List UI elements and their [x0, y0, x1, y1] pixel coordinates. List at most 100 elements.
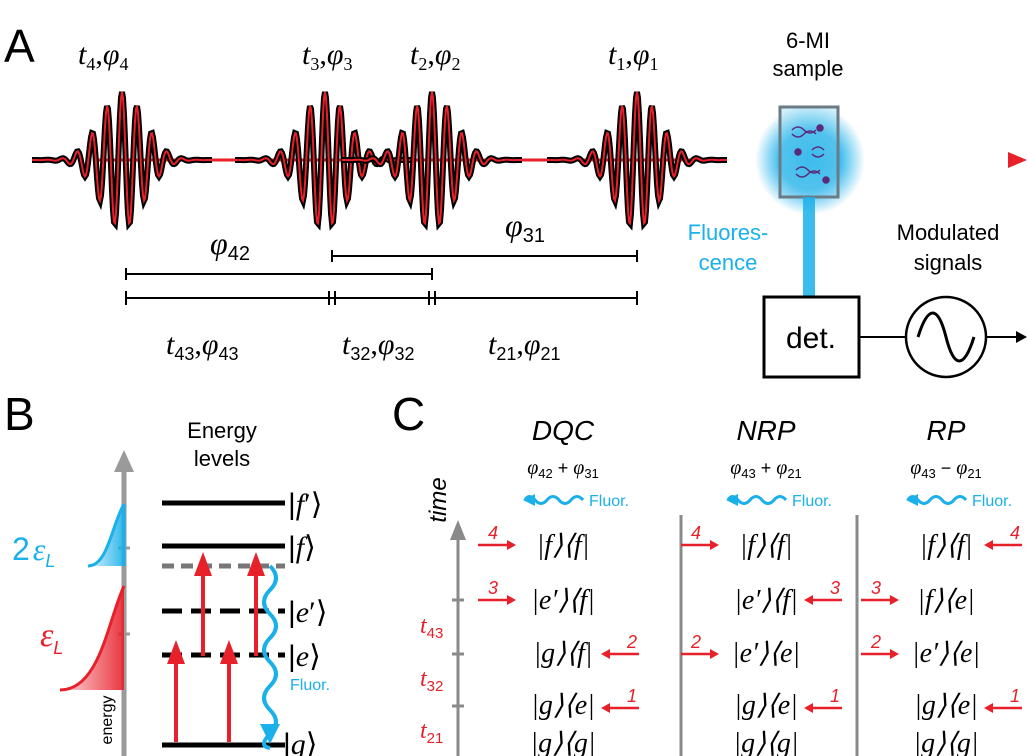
- phi31-label: φ31: [505, 207, 545, 247]
- ket-f-prime: |f′⟩: [288, 488, 322, 521]
- pulse-label-3: t3,φ3: [302, 38, 352, 74]
- brackets: [125, 250, 638, 305]
- density-matrix-element: |g⟩⟨e|: [531, 690, 595, 721]
- dna-molecules-icon: [791, 124, 830, 184]
- panel-b: B Energy levels energy 2εL εL |f′⟩ |f⟩ |…: [4, 388, 330, 756]
- density-matrix-element: |g⟩⟨e|: [914, 690, 978, 721]
- pulse-1-phisub: 1: [649, 54, 658, 74]
- density-matrix-element: |e′⟩⟨e|: [732, 638, 800, 669]
- density-matrix-element: |g⟩⟨g|: [733, 728, 798, 756]
- energy-levels-title-line1: Energy: [187, 418, 257, 443]
- pulse-arrow-number: 2: [690, 632, 701, 652]
- pulse-2-t: t: [410, 38, 419, 71]
- ket-g: |g⟩: [283, 728, 318, 756]
- pulse-arrow-number: 2: [870, 632, 881, 652]
- sample-cuvette: [778, 105, 840, 199]
- density-matrix-element: |e′⟩⟨f|: [734, 585, 798, 616]
- phi42-label: φ42: [210, 225, 250, 265]
- pulse-2-envelope: [342, 91, 522, 231]
- panel-a-label: A: [4, 20, 35, 72]
- energy-axis-label: energy: [99, 696, 116, 745]
- sample-label-line1: 6-MI: [786, 28, 830, 53]
- signal-arrowhead-icon: [1016, 331, 1027, 343]
- laser-spectrum: [60, 586, 124, 690]
- pulse-3-t: t: [302, 38, 311, 71]
- fluor-arrowhead-icon: [523, 494, 535, 506]
- pulse-arrow-number: 3: [830, 578, 840, 598]
- pulse-2-phisub: 2: [451, 54, 460, 74]
- interval-21: t21,φ21: [488, 328, 561, 364]
- pulse-3-phi: φ: [327, 38, 344, 71]
- pathway-phase: φ42 + φ31: [527, 457, 599, 481]
- panel-b-label: B: [4, 388, 35, 440]
- time-axis-arrowhead-icon: [450, 520, 466, 540]
- modulated-label-line1: Modulated: [897, 220, 1000, 245]
- pulse-4-phi: φ: [103, 38, 120, 71]
- pulse-arrow-number: 3: [488, 578, 498, 598]
- pulse-1-t: t: [608, 38, 617, 71]
- fluor-arrowhead-icon: [726, 494, 738, 506]
- pulse-4-carrier: [32, 91, 212, 226]
- fluorescence-beam: [803, 197, 815, 297]
- pulse-3-tsub: 3: [310, 54, 319, 74]
- pulse-arrow-number: 4: [691, 523, 701, 543]
- fluor-label: Fluor.: [589, 493, 629, 510]
- pulse-arrow-number: 3: [871, 578, 881, 598]
- panel-a: A t4,φ4 t3,φ3 t2,φ2 t1,φ1 6-MI sample Fl…: [4, 20, 1027, 379]
- density-matrix-element: |f⟩⟨f|: [740, 530, 793, 561]
- two-photon-spectrum: [88, 504, 124, 566]
- pathway-title: RP: [927, 415, 966, 446]
- sample-label-line2: sample: [773, 56, 844, 81]
- time-tick-32: t32: [420, 666, 443, 695]
- beam-arrowhead-icon: [1008, 152, 1027, 168]
- fluor-wavy-arrow: [262, 564, 278, 750]
- time-tick-21: t21: [420, 718, 443, 747]
- pulse-1-tsub: 1: [616, 54, 625, 74]
- pathway-phase: φ43 + φ21: [730, 457, 802, 481]
- detector-label: det.: [786, 322, 836, 355]
- fluor-arrowhead-icon: [260, 724, 280, 744]
- pulse-4-phisub: 4: [119, 54, 128, 74]
- pathway-title: DQC: [532, 415, 595, 446]
- pulse-4-envelope: [32, 91, 212, 231]
- panel-c-label: C: [392, 388, 425, 440]
- density-matrix-element: |g⟩⟨g|: [530, 728, 595, 756]
- sine-wave-icon: [916, 311, 976, 363]
- energy-axis-arrowhead-icon: [114, 450, 134, 472]
- fluorescence-label-line1: Fluores-: [688, 220, 769, 245]
- fluor-label: Fluor.: [792, 493, 832, 510]
- modulated-label-line2: signals: [914, 250, 982, 275]
- pulse-1-carrier: [547, 91, 727, 226]
- density-matrix-element: |g⟩⟨g|: [913, 728, 978, 756]
- pulse-arrow-number: 1: [627, 686, 637, 706]
- density-matrix-element: |e′⟩⟨f|: [531, 585, 595, 616]
- fluor-label: Fluor.: [972, 493, 1012, 510]
- interval-32: t32,φ32: [342, 328, 415, 364]
- density-matrix-element: |e′⟩⟨e|: [912, 638, 980, 669]
- excitation-arrows: [167, 552, 265, 742]
- pulse-arrow-number: 2: [626, 632, 637, 652]
- pulse-label-4: t4,φ4: [78, 38, 128, 74]
- pulse-2-tsub: 2: [418, 54, 427, 74]
- pulse-label-2: t2,φ2: [410, 38, 460, 74]
- density-matrix-element: |f⟩⟨f|: [920, 530, 973, 561]
- pulse-arrow-number: 4: [1010, 523, 1020, 543]
- pulse-3-phisub: 3: [343, 54, 352, 74]
- pulse-arrow-number: 4: [488, 523, 498, 543]
- pulse-arrow-number: 1: [830, 686, 840, 706]
- level-labels: |f′⟩ |f⟩ |e′⟩ |e⟩ |g⟩: [283, 488, 327, 756]
- energy-levels-title-line2: levels: [194, 446, 250, 471]
- pathway-title: NRP: [736, 415, 795, 446]
- pulse-arrow-number: 1: [1010, 686, 1020, 706]
- ket-f: |f⟩: [288, 531, 316, 564]
- density-matrix-element: |g⟩⟨e|: [734, 690, 798, 721]
- density-matrix-element: |f⟩⟨e|: [917, 585, 974, 616]
- pulse-label-1: t1,φ1: [608, 38, 658, 74]
- ket-e-prime: |e′⟩: [288, 596, 327, 629]
- eps-label: εL: [40, 617, 63, 658]
